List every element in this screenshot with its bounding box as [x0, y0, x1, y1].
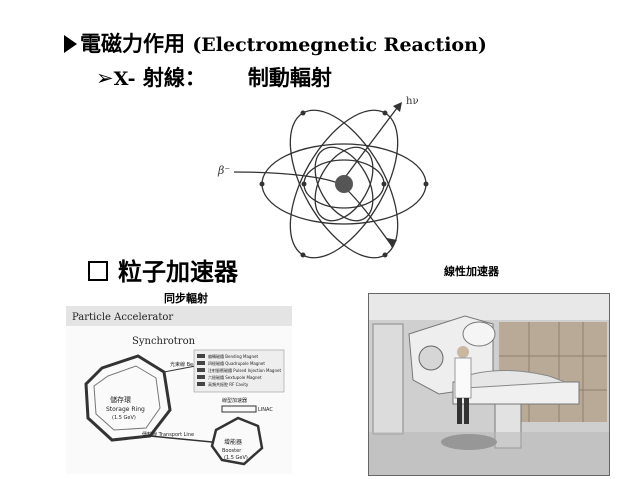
bremsstrahlung-term: 制動輻射	[247, 66, 332, 90]
photon-arrowhead	[393, 102, 402, 112]
nucleus	[335, 175, 353, 193]
checkbox-bullet-icon	[88, 261, 108, 281]
legend-item: 四極磁鐵 Quadrupole Magnet	[208, 360, 265, 366]
legend-item: 六極磁鐵 Sextupole Magnet	[208, 374, 262, 380]
xray-text: 射線：	[142, 66, 206, 90]
transport-line	[149, 435, 213, 443]
section-title: 粒子加速器	[88, 252, 238, 287]
figure-header-bar	[66, 306, 292, 326]
figure-title: Synchrotron	[132, 336, 196, 347]
linac-photo	[368, 293, 610, 476]
legend-item: 偏轉磁鐵 Bending Magnet	[208, 353, 258, 359]
doctor-head	[457, 346, 469, 358]
arrow-bullet-icon: ➢	[96, 66, 114, 90]
treatment-head	[462, 321, 496, 347]
ceiling	[369, 294, 609, 320]
legend-item: 注射脈衝磁鐵 Pulsed Injection Magnet	[208, 367, 281, 373]
storage-ring-en: Storage Ring	[106, 406, 145, 413]
storage-ring-inner	[93, 365, 161, 431]
caption-linac: 線性加速器	[444, 265, 499, 278]
slide-title: 電磁力作用 (Electromegnetic Reaction)	[64, 28, 487, 58]
legend-item: 高頻共振腔 RF Cavity	[208, 381, 249, 387]
booster-en: Booster	[222, 448, 242, 454]
photon-label: hν	[406, 96, 419, 107]
bullet-triangle-icon	[64, 35, 77, 53]
electron-dot	[382, 110, 388, 116]
synchrotron-figure: Particle Accelerator Synchrotron 儲存環 Sto…	[66, 306, 292, 474]
storage-ring-zh: 儲存環	[110, 395, 131, 404]
electron-dot	[300, 110, 306, 116]
beamline-label: 光束線 Beamline	[170, 361, 210, 368]
section-title-text: 粒子加速器	[118, 258, 238, 286]
electron-dot	[301, 181, 307, 187]
electron-dot	[382, 252, 388, 258]
gantry-window	[418, 345, 444, 371]
booster-ring	[210, 416, 264, 466]
booster-energy: (1.5 GeV)	[224, 455, 248, 461]
figure-header: Particle Accelerator	[72, 312, 173, 323]
legend: 偏轉磁鐵 Bending Magnet 四極磁鐵 Quadrupole Magn…	[193, 349, 285, 393]
electron-dot	[300, 252, 306, 258]
storage-ring-energy: (1.5 GeV)	[112, 415, 136, 421]
inner-orbit	[314, 146, 374, 222]
xray-label: X-	[113, 68, 136, 90]
booster-zh: 增能器	[224, 438, 242, 446]
electron-dot	[423, 181, 429, 187]
title-zh: 電磁力作用	[80, 32, 185, 56]
title-en: (Electromegnetic Reaction)	[192, 34, 487, 56]
subtitle: ➢X- 射線： 制動輻射	[96, 62, 332, 92]
left-cabinet	[372, 323, 404, 435]
doctor-coat	[454, 357, 472, 399]
transport-line-label: 傳輸線 Transport Line	[142, 431, 194, 438]
caption-synchrotron: 同步輻射	[164, 292, 208, 305]
beta-label: β⁻	[217, 164, 230, 177]
electron-dot	[259, 181, 265, 187]
floor	[369, 432, 609, 475]
photon-wave	[339, 103, 401, 185]
electron-dot	[381, 181, 387, 187]
bremsstrahlung-diagram: β⁻ hν	[217, 96, 429, 259]
electron-arrowhead	[387, 238, 397, 248]
linac-en: LINAC	[258, 407, 273, 413]
linac-photo-drawing	[369, 294, 609, 475]
linac	[221, 405, 257, 413]
synchrotron-diagram: Particle Accelerator Synchrotron 儲存環 Sto…	[66, 306, 292, 466]
inner-orbit	[314, 146, 374, 222]
linac-zh: 線型加速器	[222, 397, 247, 404]
